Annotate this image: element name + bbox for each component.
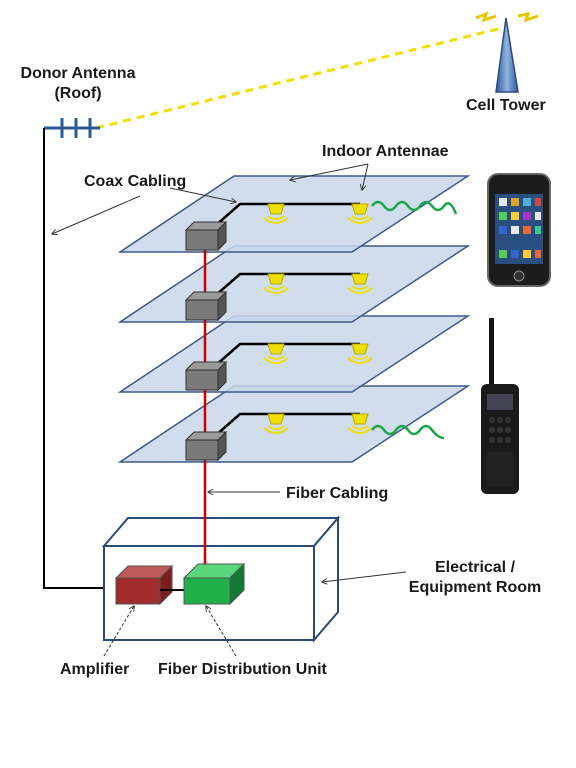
indoor-antenna-icon [263,203,289,224]
remote-unit [184,360,228,392]
floor-coax [214,202,360,227]
floor-coax [214,412,360,437]
indoor-antenna-icon [347,203,373,224]
remote-unit [184,290,228,322]
indoor-antenna-icon [347,343,373,364]
wireless-link-radio [371,424,445,440]
indoor-antenna-icon [347,413,373,434]
remote-unit [184,220,228,252]
floor-4 [117,385,471,463]
floor-coax [214,342,360,367]
cell-tower-label: Cell Tower [466,97,546,114]
indoor-antenna-icon [263,413,289,434]
electrical-room-label: Electrical / Equipment Room [400,558,550,598]
donor-coax-cable [43,128,118,589]
electrical-room-label-line2: Equipment Room [408,579,542,596]
amplifier-box [114,564,174,606]
fiber-distribution-unit-box [182,562,246,606]
electrical-room-label-line1: Electrical / [434,559,516,576]
fiber-cabling-label: Fiber Cabling [286,485,389,502]
indoor-antenna-icon [347,273,373,294]
remote-units [184,220,228,462]
floor-2 [117,245,471,323]
fiber-distribution-unit-label: Fiber Distribution Unit [158,661,327,678]
donor-antenna-icon [44,118,100,138]
wireless-link-phone [371,200,458,215]
lightning-icon [475,11,539,23]
amplifier-label: Amplifier [60,661,130,678]
indoor-antenna-icon [263,343,289,364]
donor-antenna-label: Donor Antenna (Roof) [18,64,138,104]
donor-link [95,26,503,130]
donor-antenna-label-line2: (Roof) [54,85,102,102]
annotation-arrows [52,163,407,657]
smartphone-icon [487,173,551,287]
floor-coax [214,272,360,297]
donor-antenna-label-line1: Donor Antenna [20,65,136,82]
indoor-antennae-label: Indoor Antennae [322,143,449,160]
floor-3 [117,315,471,393]
cell-tower-icon [475,11,539,93]
remote-unit [184,430,228,462]
radio-icon [481,318,519,494]
floors [117,175,471,463]
indoor-antenna-icon [263,273,289,294]
coax-cabling-label: Coax Cabling [84,173,187,190]
